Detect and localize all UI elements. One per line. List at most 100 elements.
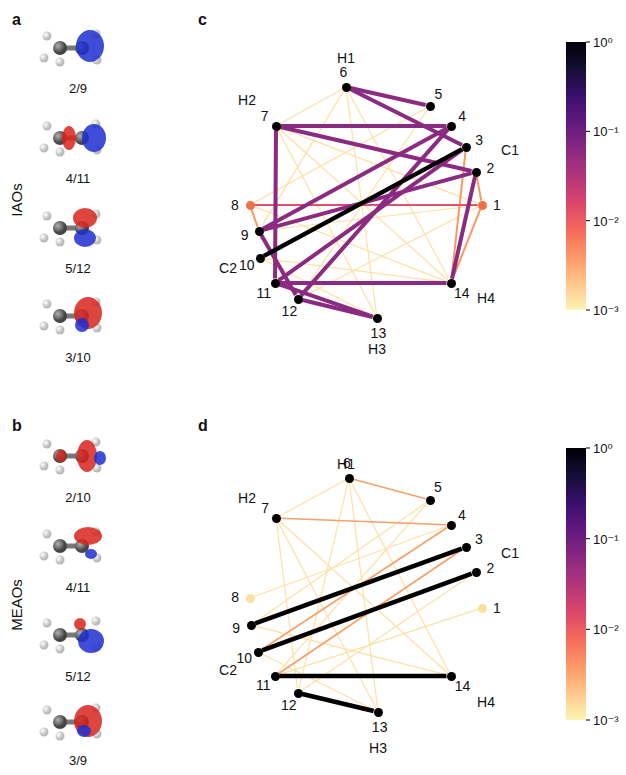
coupling-line [301,129,448,295]
hydrogen-atom [40,552,49,561]
orbital-lobe [82,124,106,152]
colorbar-tick [586,720,590,721]
colorbar-tick [586,538,590,539]
orbital-node: 12 [294,295,303,304]
orbital-node: 3 [462,543,471,552]
figure-label: C2 [219,261,237,275]
orbital-node: 7 [272,122,281,131]
coupling-line [264,149,462,256]
carbon-atom [53,449,67,463]
orbital-node: 7 [272,514,281,523]
hydrogen-atom [56,732,65,741]
hydrogen-atom [56,466,65,475]
figure-label: H3 [368,342,386,356]
coupling-line [353,479,425,499]
node-number: 2 [486,561,494,575]
hydrogen-atom [56,326,65,335]
orbital-node: 13 [373,314,382,323]
coupling-line [452,176,475,278]
orbital-node: 4 [447,521,456,530]
orbital-plot [40,120,107,157]
colorbar-tick-label: 10⁻¹ [593,533,619,546]
orbital-plot [40,297,103,335]
orbital-node: 3 [462,143,471,152]
orbital-node: 10 [256,254,265,263]
orbital-node: 9 [255,227,264,236]
coupling-line [280,674,447,679]
orbital-lobe [74,618,86,630]
hydrogen-atom [56,645,65,654]
node-number: 10 [236,651,252,665]
panel-letter: b [12,418,22,434]
orbital-lobe [75,318,89,332]
hydrogen-atom [56,556,65,565]
coupling-line [262,574,472,651]
hydrogen-atom [40,462,49,471]
colorbar-tick-label: 10⁰ [593,36,613,49]
figure-label: MEAOs [9,579,24,631]
orbital-node: 8 [246,594,255,603]
panel-letter: a [12,12,21,28]
figure-label: 4/11 [66,581,90,594]
colorbar-gradient [566,448,586,720]
orbital-lobe [94,451,106,465]
orbital-plot [40,617,105,654]
carbon-atom [53,41,67,55]
coupling-line [254,527,447,597]
figure-label: 5/12 [65,262,90,275]
figure-label: H4 [477,291,495,305]
colorbar-tick-label: 10⁻¹ [593,125,619,138]
orbital-node: 4 [447,122,456,131]
node-number: 7 [261,501,269,515]
orbital-plot [40,527,103,565]
hydrogen-atom [43,32,52,41]
orbital-node: 14 [447,672,456,681]
panel-letter: c [198,12,207,28]
figure-label: 4/11 [66,172,90,185]
coupling-line [280,480,345,516]
carbon-atom [53,309,67,323]
figure-label: C1 [501,546,519,560]
hydrogen-atom [43,212,52,221]
orbital-lobe [74,705,102,737]
figure-label: 3/10 [65,351,90,364]
colorbar-tick-label: 10⁻² [593,623,619,636]
connectors [251,88,481,711]
hydrogen-atom [43,300,52,309]
orbital-node: 10 [254,648,263,657]
hydrogen-atom [40,54,49,63]
hydrogen-atom [56,148,65,157]
figure-label: H2 [238,491,256,505]
node-number: 6 [343,456,351,470]
hydrogen-atom [40,641,49,650]
hydrogen-atom [92,617,101,626]
orbital-node: 5 [426,496,435,505]
orbital-lobe [73,208,97,228]
orbital-node: 6 [345,474,354,483]
orbital-node: 1 [478,604,487,613]
colorbar-tick-label: 10⁻³ [593,714,619,727]
hydrogen-atom [43,706,52,715]
colorbar-tick-label: 10⁰ [593,442,613,455]
hydrogen-atom [40,322,49,331]
node-number: 3 [475,133,483,147]
orbital-node: 6 [342,83,351,92]
hydrogen-atom [40,234,49,243]
coupling-line [302,694,373,711]
coupling-line [302,575,473,691]
colorbar-tick [586,310,590,311]
figure-label: 2/10 [65,491,90,504]
orbital-node: 11 [271,279,280,288]
orbital-node: 1 [478,201,487,210]
colorbar-tick [586,448,590,449]
node-number: 10 [239,258,255,272]
orbital-lobe [76,30,104,62]
orbital-node: 2 [472,168,481,177]
node-number: 3 [475,532,483,546]
orbital-lobe [74,527,102,545]
colorbar-tick [586,42,590,43]
colorbar [566,42,590,310]
orbital-lobe [74,229,96,247]
